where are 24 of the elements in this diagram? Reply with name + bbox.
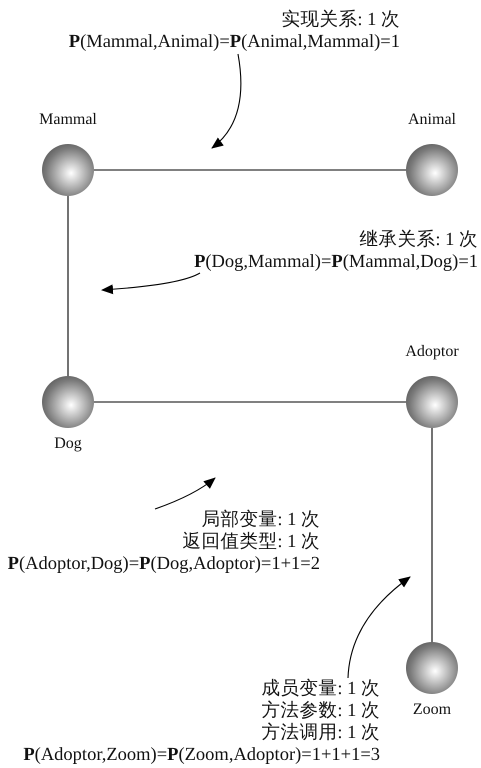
annotation-text: 实现关系: 1 次 bbox=[281, 9, 400, 31]
annotation-text: 成员变量: 1 次 bbox=[261, 678, 380, 700]
annotation-text: 方法调用: 1 次 bbox=[261, 722, 380, 744]
leader-arrow bbox=[101, 272, 200, 294]
leader-arrow bbox=[154, 477, 216, 510]
leader-arrow bbox=[211, 54, 242, 149]
node-label: Mammal bbox=[39, 110, 97, 130]
annotation-text: P(Dog,Mammal)=P(Mammal,Dog)=1 bbox=[194, 251, 478, 273]
annotation-text: 局部变量: 1 次 bbox=[201, 509, 320, 531]
annotation-text: 方法参数: 1 次 bbox=[261, 700, 380, 722]
node-label: Dog bbox=[54, 434, 82, 454]
node-label: Adoptor bbox=[405, 342, 459, 362]
connector-line bbox=[94, 401, 406, 403]
annotation-text: P(Adoptor,Dog)=P(Dog,Adoptor)=1+1=2 bbox=[8, 553, 320, 575]
annotation-text: P(Adoptor,Zoom)=P(Zoom,Adoptor)=1+1+1=3 bbox=[23, 744, 380, 766]
connector-line bbox=[67, 196, 69, 376]
connector-line bbox=[94, 169, 406, 171]
annotation-text: P(Mammal,Animal)=P(Animal,Mammal)=1 bbox=[68, 31, 400, 53]
annotation-text: 继承关系: 1 次 bbox=[359, 229, 478, 251]
leader-arrow bbox=[347, 576, 411, 678]
node-label: Zoom bbox=[412, 700, 452, 720]
node-label: Animal bbox=[408, 110, 456, 130]
annotation-text: 返回值类型: 1 次 bbox=[182, 531, 320, 553]
connector-line bbox=[431, 428, 433, 642]
